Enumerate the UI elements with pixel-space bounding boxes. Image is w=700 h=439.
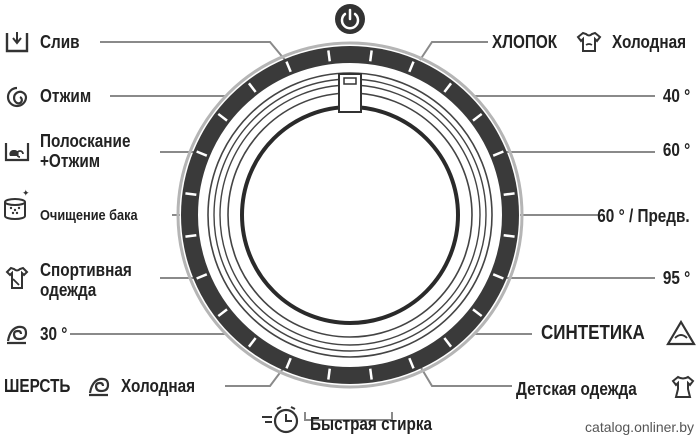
program-drum-clean[interactable]: Очищение бака: [40, 207, 138, 224]
rinse-spin-icon: [4, 138, 30, 164]
cotton-category-label[interactable]: ХЛОПОК: [492, 32, 558, 52]
program-drain[interactable]: Слив: [40, 32, 80, 52]
connector-lines: [70, 41, 655, 421]
baby-clothes-icon: [670, 374, 696, 400]
cotton-shirt-icon: [576, 29, 602, 55]
dial-tick: [217, 112, 228, 122]
svg-text:✦: ✦: [22, 188, 30, 198]
program-cotton-60[interactable]: 60 °: [662, 140, 690, 160]
dial-tick: [185, 192, 197, 197]
power-icon[interactable]: [334, 3, 366, 35]
dial-tick: [327, 368, 332, 380]
synthetics-category-label[interactable]: СИНТЕТИКА: [541, 322, 645, 344]
drain-icon: [4, 29, 30, 55]
program-cotton-cold[interactable]: Холодная: [612, 32, 687, 52]
dial-tick: [503, 233, 515, 238]
program-spin[interactable]: Отжим: [40, 86, 92, 106]
dial-tick: [327, 50, 332, 62]
dial-tick: [285, 357, 292, 369]
program-dial[interactable]: [176, 41, 524, 389]
dial-tick: [368, 368, 373, 380]
dial-tick: [472, 112, 483, 122]
program-wool-cold[interactable]: Холодная: [121, 376, 196, 396]
watermark: catalog.onliner.by: [585, 419, 694, 435]
dial-tick: [217, 308, 228, 318]
program-sportswear[interactable]: Спортивная одежда: [40, 260, 132, 300]
quick-wash-clock-icon: [262, 405, 302, 435]
program-quick-wash[interactable]: Быстрая стирка: [310, 414, 433, 434]
dial-tick: [443, 337, 453, 348]
program-baby-clothes[interactable]: Детская одежда: [516, 379, 637, 399]
dial-tick: [443, 82, 453, 93]
dial-tick: [408, 357, 415, 369]
dial-tick: [196, 150, 208, 157]
drum-clean-icon: ✦: [2, 188, 32, 222]
dial-tick: [185, 233, 197, 238]
dial-tick: [492, 273, 504, 280]
wool-30-icon: [4, 321, 30, 347]
synthetics-icon: [666, 318, 696, 348]
dial-tick: [472, 308, 483, 318]
program-cotton-95[interactable]: 95 °: [662, 268, 690, 288]
program-cotton-40[interactable]: 40 °: [662, 86, 690, 106]
dial-tick: [247, 82, 257, 93]
program-cotton-60-prewash[interactable]: 60 ° / Предв.: [597, 206, 690, 226]
dial-tick: [196, 273, 208, 280]
dial-pointer: [338, 73, 362, 113]
dial-tick: [247, 337, 257, 348]
wool-category-label[interactable]: ШЕРСТЬ: [4, 376, 71, 396]
dial-tick: [492, 150, 504, 157]
dial-tick: [408, 61, 415, 73]
sportswear-icon: [4, 265, 30, 291]
program-rinse-spin[interactable]: Полоскание +Отжим: [40, 131, 131, 171]
spin-icon: [4, 84, 30, 110]
dial-tick: [368, 50, 373, 62]
wool-icon: [86, 373, 112, 399]
program-wool-30[interactable]: 30 °: [40, 324, 68, 344]
dial-tick: [285, 61, 292, 73]
dial-tick: [503, 192, 515, 197]
